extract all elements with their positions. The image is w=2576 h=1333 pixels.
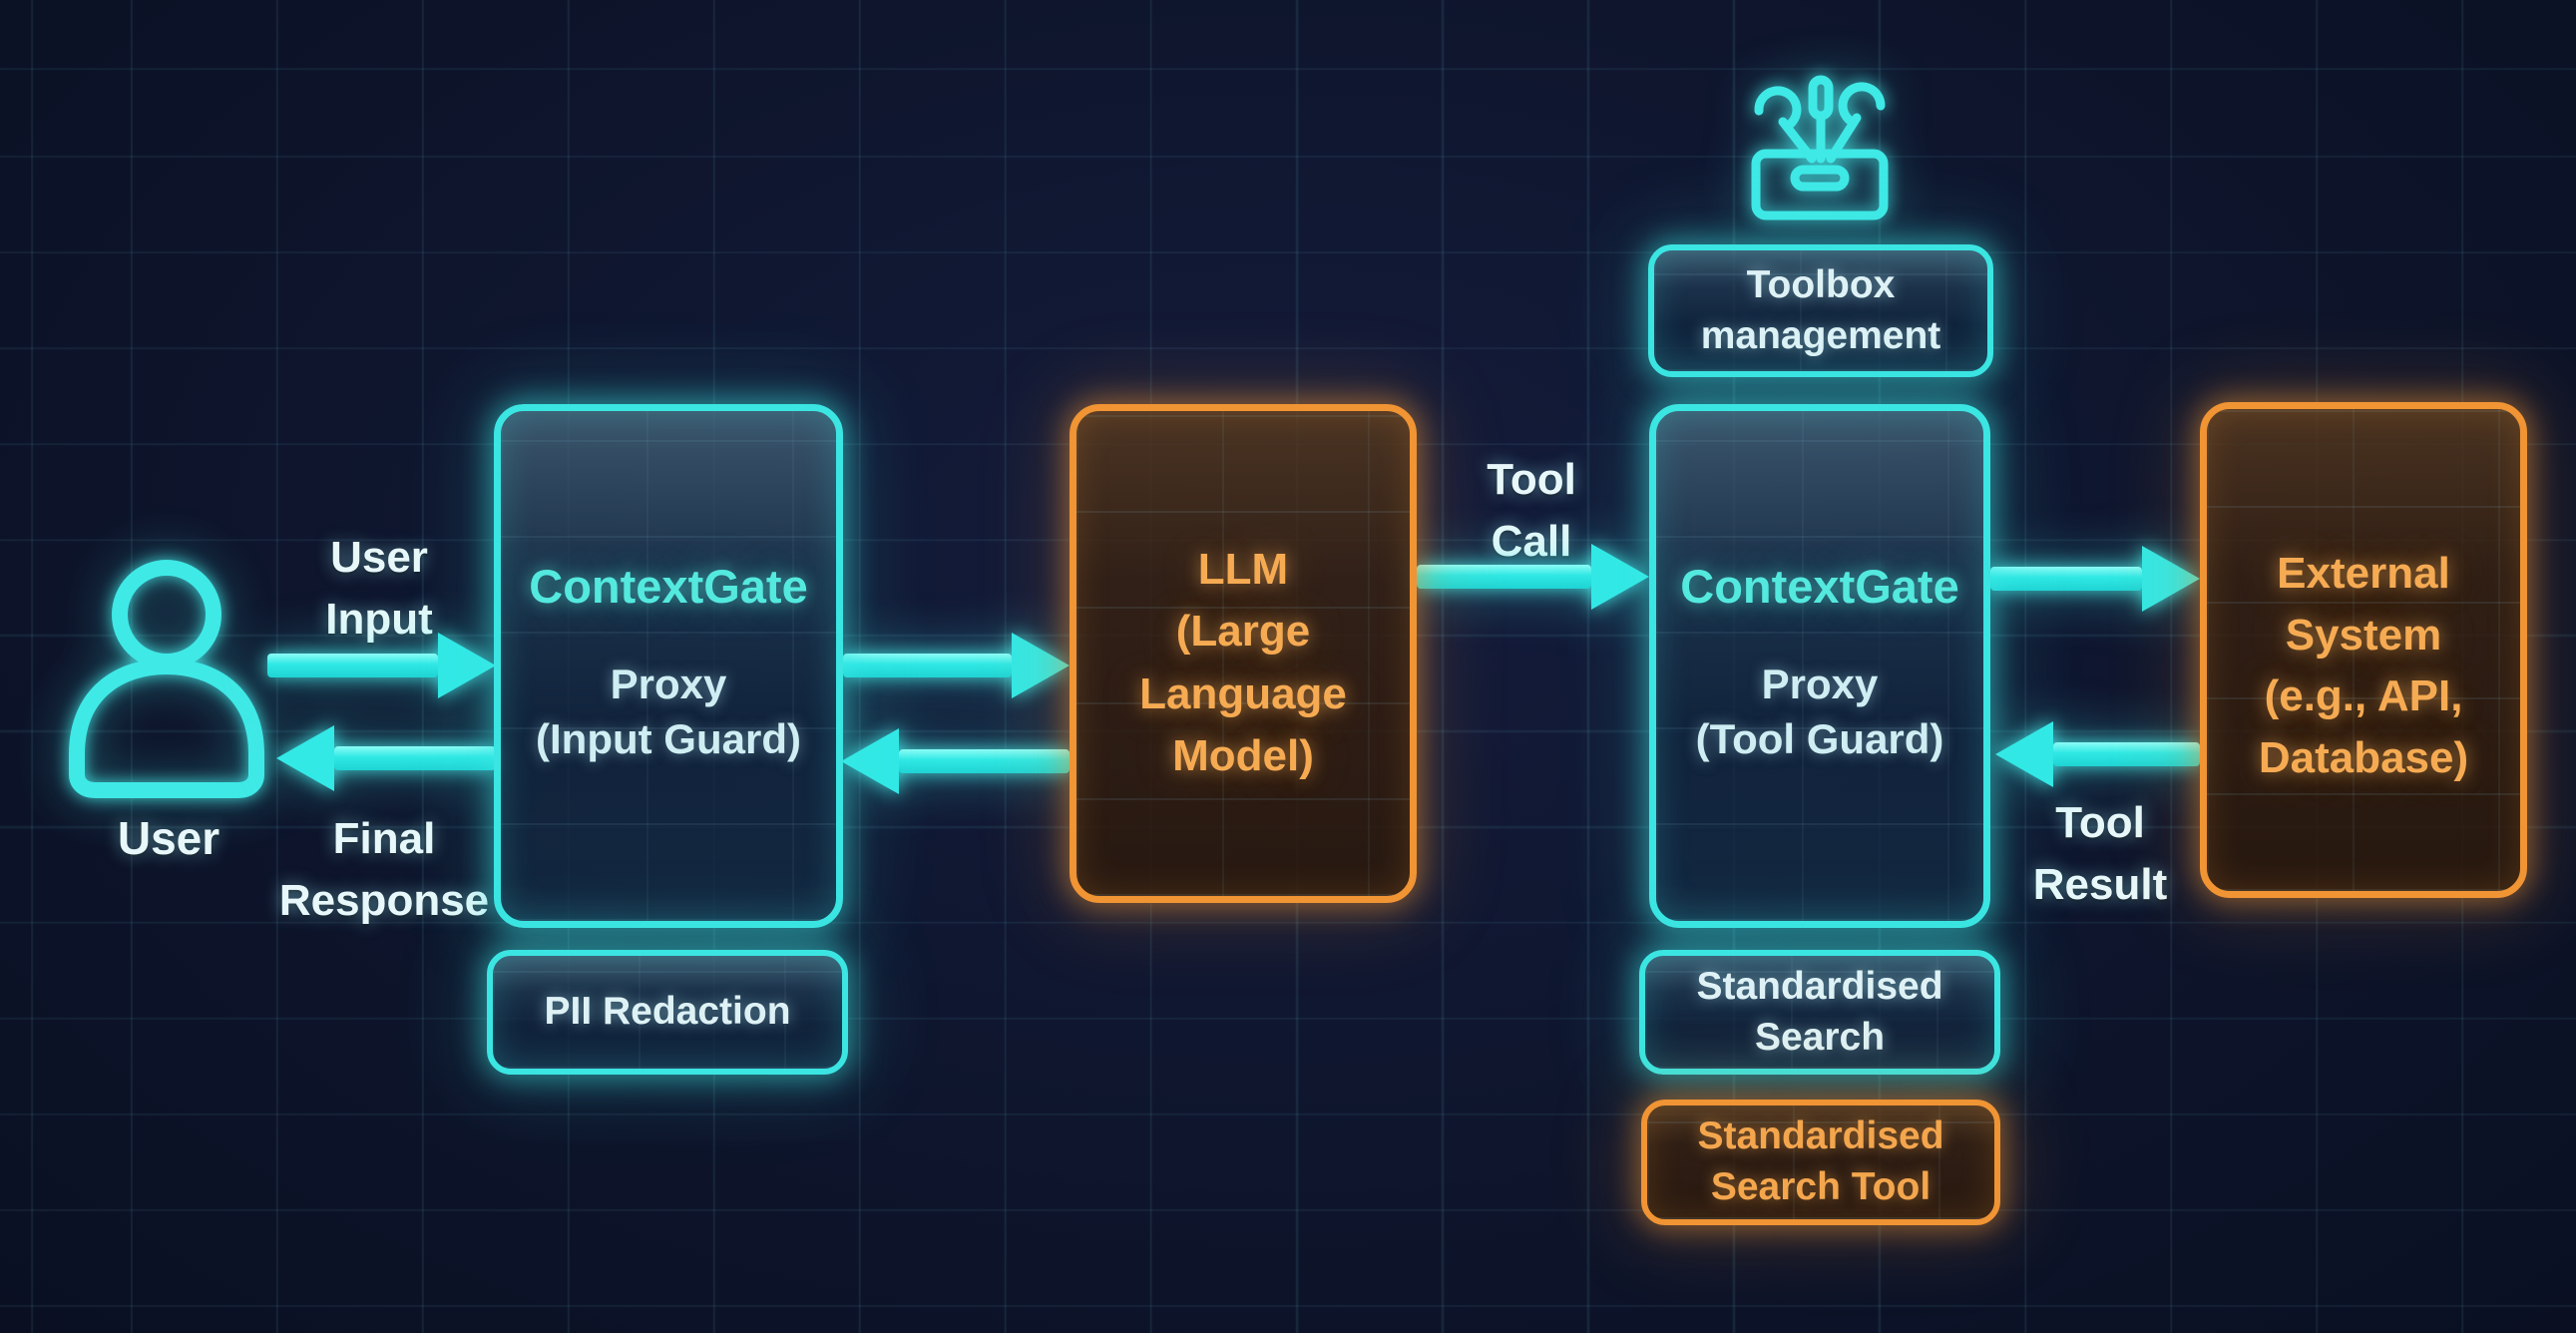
- toolbox-icon: [1751, 75, 1889, 221]
- person-icon: [69, 560, 264, 798]
- arrow-toolguard-to-external: [1990, 546, 2200, 612]
- user-label: User: [117, 812, 220, 864]
- node-subtitle: Proxy (Input Guard): [536, 661, 801, 763]
- node-label: Standardised Search Tool: [1697, 1114, 1944, 1208]
- arrow-tool-call: [1417, 544, 1649, 610]
- node-toolbox-management: Toolbox management: [1648, 244, 1993, 377]
- node-external-system: External System (e.g., API, Database): [2200, 402, 2527, 898]
- node-contextgate-input-guard: ContextGate Proxy (Input Guard): [494, 404, 843, 928]
- node-standardised-search: Standardised Search: [1639, 950, 2000, 1075]
- edge-label-user-input: User Input: [325, 533, 433, 644]
- node-subtitle: Proxy (Tool Guard): [1695, 661, 1944, 763]
- node-label: Toolbox management: [1700, 262, 1941, 357]
- node-label: Standardised Search: [1696, 964, 1943, 1059]
- arrow-user-input: [267, 633, 496, 698]
- arrow-llm-to-inputguard: [841, 728, 1070, 794]
- edge-label-tool-call: Tool Call: [1487, 455, 1576, 566]
- arrow-inputguard-to-llm: [843, 633, 1070, 698]
- node-label: External System (e.g., API, Database): [2258, 549, 2469, 782]
- node-pii-redaction: PII Redaction: [487, 950, 848, 1075]
- node-title: ContextGate: [1680, 560, 1959, 613]
- edge-label-tool-result: Tool Result: [2032, 798, 2168, 909]
- node-contextgate-tool-guard: ContextGate Proxy (Tool Guard): [1649, 404, 1990, 928]
- arrow-tool-result: [1995, 721, 2200, 787]
- edge-label-final-response: Final Response: [278, 814, 490, 925]
- node-llm: LLM (Large Language Model): [1070, 404, 1417, 903]
- node-title: ContextGate: [529, 560, 808, 613]
- arrow-final-response: [276, 725, 496, 791]
- node-label: PII Redaction: [544, 990, 791, 1034]
- node-label: LLM (Large Language Model): [1139, 545, 1347, 781]
- node-standardised-search-tool: Standardised Search Tool: [1641, 1100, 2000, 1225]
